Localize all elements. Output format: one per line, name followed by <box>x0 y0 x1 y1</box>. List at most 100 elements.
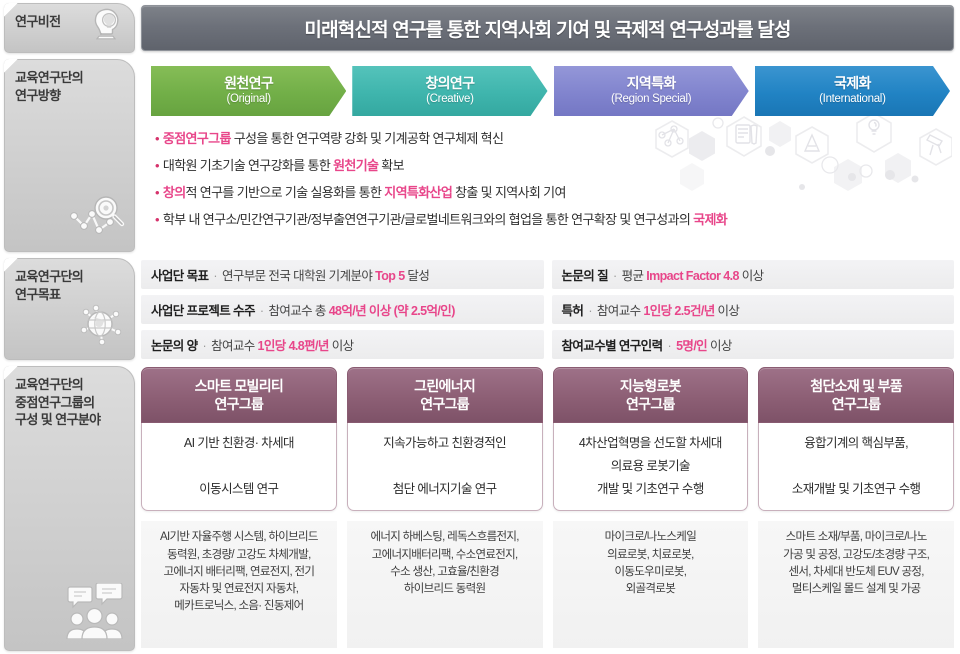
chevron-creative[interactable]: 창의연구 (Creative) <box>352 66 547 116</box>
chevron-region-special-ko: 지역특화 <box>626 74 676 91</box>
chevron-international-en: (International) <box>819 93 886 106</box>
bullet-pre: 학부 내 연구소/민간연구기관/정부출연연구기관/글로벌네트워크와의 협업을 통… <box>162 211 694 227</box>
goal-value-highlight: 1인당 4.8편/년 <box>257 338 330 353</box>
sidebar-vision: 연구비전 <box>4 3 135 53</box>
goal-value-plain-2: 이상 <box>328 338 354 353</box>
goal-label: 논문의 질 <box>561 268 609 283</box>
section-direction: 교육연구단의 연구방향 <box>0 56 960 255</box>
bullet-mid: 적 연구를 기반으로 기술 실용화를 통한 <box>185 184 385 200</box>
bullet-highlight: 국제화 <box>693 211 728 227</box>
goal-separator-dot: · <box>667 338 672 353</box>
list-item: •학부 내 연구소/민간연구기관/정부출연연구기관/글로벌네트워크와의 협업을 … <box>155 211 944 230</box>
bullet-mid: 확보 <box>378 157 404 173</box>
research-group-card-intelligent-robot[interactable]: 지능형로봇 연구그룹 4차산업혁명을 선도할 차세대 의료용 로봇기술 개발 및… <box>552 367 749 648</box>
bullet-mid: 구성을 통한 연구역량 강화 및 기계공학 연구체제 혁신 <box>230 131 504 146</box>
bullet-dot-icon: • <box>155 211 160 227</box>
card-title: 첨단소재 및 부품 연구그룹 <box>758 367 954 424</box>
chevron-international[interactable]: 국제화 (International) <box>755 66 950 116</box>
bullet-dot-icon: • <box>155 184 160 200</box>
direction-bullet-list: •중점연구그룹 구성을 통한 연구역량 강화 및 기계공학 연구체제 혁신 •대… <box>141 116 954 229</box>
card-detail: 스마트 소재/부품, 마이크로/나노 가공 및 공정, 고강도/초경량 구조, … <box>758 521 954 648</box>
goal-separator-dot: · <box>202 338 207 353</box>
sidebar-groups-label: 교육연구단의 중점연구그룹의 구성 및 연구분야 <box>15 377 101 428</box>
goal-value-plain-2: 이상 <box>738 268 764 283</box>
sidebar-groups: 교육연구단의 중점연구그룹의 구성 및 연구분야 <box>4 366 135 651</box>
goals-column-left: 사업단 목표 · 연구부문 전국 대학원 기계분야 Top 5 달성 사업단 프로젝… <box>141 259 544 359</box>
goal-separator-dot: · <box>612 268 617 283</box>
goal-value-plain: 참여교수 <box>211 338 258 353</box>
section-vision: 연구비전 미래혁신적 연구를 통한 지역사회 기여 및 국제적 연구성과를 달성 <box>0 0 960 56</box>
goal-row: 논문의 질· 평균 Impact Factor 4.8 이상 <box>551 259 954 289</box>
bullet-highlight: 창의 <box>162 184 186 200</box>
research-group-card-green-energy[interactable]: 그린에너지 연구그룹 지속가능하고 친환경적인 첨단 에너지기술 연구 에너지 … <box>346 367 543 648</box>
goal-value-plain-2: 이상 <box>707 338 732 353</box>
sidebar-goals: 교육연구단의 연구목표 <box>4 258 135 360</box>
goal-separator-dot: · <box>588 303 592 318</box>
research-group-card-smart-mobility[interactable]: 스마트 모빌리티 연구그룹 AI 기반 친환경· 차세대 이동시스템 연구 AI… <box>141 367 337 648</box>
chevron-region-special[interactable]: 지역특화 (Region Special) <box>554 66 749 116</box>
card-title: 스마트 모빌리티 연구그룹 <box>141 367 337 424</box>
goal-value-plain: 연구부문 전국 대학원 기계분야 <box>221 268 376 283</box>
magnifier-network-icon <box>66 192 126 245</box>
goal-value-highlight: Impact Factor 4.8 <box>646 268 739 283</box>
chevron-region-special-en: (Region Special) <box>611 93 692 106</box>
bullet-pre: 대학원 기초기술 연구강화를 통한 <box>162 157 334 173</box>
goal-row: 참여교수별 연구인력· 5명/인 이상 <box>551 329 954 359</box>
goal-label: 논문의 양 <box>151 338 198 353</box>
goals-column-right: 논문의 질·평균 Impact Factor 4.8 이상 특허·참여교수 1인… <box>551 259 954 359</box>
direction-chevrons: 원천연구 (Original) 창의연구 (Creative) 지역특화 (Re… <box>141 59 954 116</box>
goal-value-plain-2: 달성 <box>404 268 430 283</box>
card-detail: 마이크로/나노스케일 의료로봇, 치료로봇, 이동도우미로봇, 외골격로봇 <box>552 521 749 648</box>
card-summary: 융합기계의 핵심부품, 소재개발 및 기초연구 수행 <box>758 423 954 512</box>
chevron-original[interactable]: 원천연구 (Original) <box>151 66 346 116</box>
goal-label: 사업단 목표 <box>151 268 209 283</box>
vision-banner: 미래혁신적 연구를 통한 지역사회 기여 및 국제적 연구성과를 달성 <box>141 5 954 51</box>
direction-content: 원천연구 (Original) 창의연구 (Creative) 지역특화 (Re… <box>141 59 954 252</box>
list-item: •대학원 기초기술 연구강화를 통한 원천기술 확보 <box>155 157 944 176</box>
bullet-dot-icon: • <box>155 157 160 173</box>
card-title: 지능형로봇 연구그룹 <box>552 367 749 424</box>
card-summary: 지속가능하고 친환경적인 첨단 에너지기술 연구 <box>346 423 543 512</box>
bullet-post: 창출 및 지역사회 기여 <box>452 184 566 200</box>
card-detail: 에너지 하베스팅, 레독스흐름전지, 고에너지배터리팩, 수소연료전지, 수소 … <box>346 521 543 648</box>
sidebar-vision-label: 연구비전 <box>15 14 61 29</box>
goal-value-plain: 평균 <box>621 268 647 283</box>
people-speech-icon <box>64 582 126 644</box>
goal-label: 특허 <box>561 303 584 318</box>
bullet-dot-icon: • <box>155 131 160 146</box>
goal-value-plain: 참여교수 <box>596 303 644 318</box>
card-summary: AI 기반 친환경· 차세대 이동시스템 연구 <box>141 423 337 512</box>
goal-row: 특허 · 참여교수 1인당 2.5건/년 이상 <box>551 294 954 324</box>
goal-value-highlight: 1인당 2.5건/년 <box>643 303 715 318</box>
chevron-creative-ko: 창의연구 <box>425 74 475 91</box>
goal-value-highlight: 48억/년 이상 (약 2.5억/인) <box>328 303 456 318</box>
sidebar-goals-label: 교육연구단의 연구목표 <box>15 269 84 302</box>
chevron-original-en: (Original) <box>226 93 271 106</box>
list-item: •창의적 연구를 기반으로 기술 실용화를 통한 지역특화산업 창출 및 지역사… <box>155 184 944 203</box>
goal-value-highlight: Top 5 <box>375 268 405 283</box>
chevron-creative-en: (Creative) <box>426 93 474 106</box>
bullet-highlight-2: 지역특화산업 <box>384 184 453 200</box>
chevron-international-ko: 국제화 <box>833 74 871 91</box>
card-detail: AI기반 자율주행 시스템, 하이브리드 동력원, 초경량/ 고강도 차체개발,… <box>141 521 337 648</box>
research-group-card-advanced-materials[interactable]: 첨단소재 및 부품 연구그룹 융합기계의 핵심부품, 소재개발 및 기초연구 수… <box>758 367 954 648</box>
goal-row: 사업단 프로젝트 수주·참여교수 총 48억/년 이상 (약 2.5억/인) <box>141 294 544 324</box>
goal-separator-dot: · <box>213 268 217 283</box>
globe-network-icon <box>74 300 126 353</box>
section-goals: 교육연구단의 연구목표 <box>0 255 960 363</box>
goal-value-plain-2: 이상 <box>714 303 740 318</box>
sidebar-direction-label: 교육연구단의 연구방향 <box>15 70 84 103</box>
card-title: 그린에너지 연구그룹 <box>346 367 543 424</box>
bullet-highlight: 원천기술 <box>333 157 379 173</box>
sidebar-direction: 교육연구단의 연구방향 <box>4 59 135 252</box>
section-groups: 교육연구단의 중점연구그룹의 구성 및 연구분야 <box>0 363 960 654</box>
head-lightbulb-icon <box>90 5 126 46</box>
bullet-highlight: 중점연구그룹 <box>162 131 232 146</box>
goal-value-highlight: 5명/인 <box>676 338 708 353</box>
goals-content: 사업단 목표 · 연구부문 전국 대학원 기계분야 Top 5 달성 사업단 프로젝… <box>141 259 954 359</box>
vision-banner-text: 미래혁신적 연구를 통한 지역사회 기여 및 국제적 연구성과를 달성 <box>304 19 791 41</box>
goal-row: 논문의 양 · 참여교수 1인당 4.8편/년 이상 <box>141 329 544 359</box>
groups-content: 스마트 모빌리티 연구그룹 AI 기반 친환경· 차세대 이동시스템 연구 AI… <box>141 367 954 648</box>
goal-label: 참여교수별 연구인력 <box>561 338 664 353</box>
